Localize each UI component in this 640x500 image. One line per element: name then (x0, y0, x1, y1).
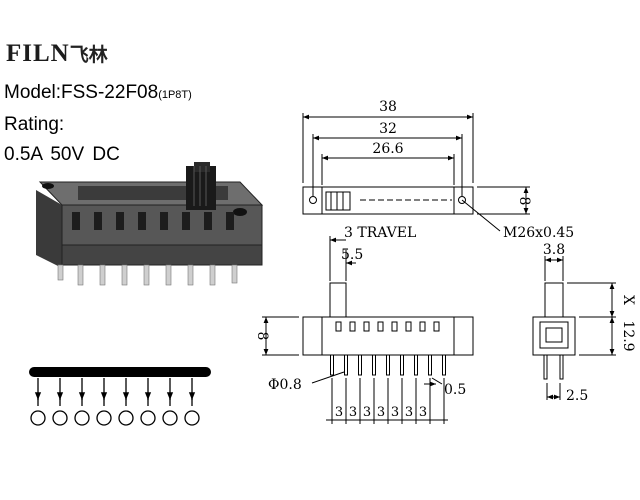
model-suffix: (1P8T) (158, 89, 192, 101)
schematic-diagram (29, 367, 211, 426)
dim-travel: 3 TRAVEL (344, 225, 416, 241)
top-view-actuator (325, 191, 351, 211)
dim-pin-pitch: 3 (405, 405, 413, 420)
front-window (433, 321, 440, 332)
dim-body-length: 26.6 (372, 141, 403, 157)
dim-front-height: 8 (254, 332, 270, 341)
model-line: Model:FSS-22F08(1P8T) (4, 82, 192, 104)
front-pin (372, 354, 376, 376)
front-pin (358, 354, 362, 376)
front-window (391, 321, 398, 332)
schematic-terminal (162, 410, 178, 426)
front-window (349, 321, 356, 332)
front-window (377, 321, 384, 332)
dim-pin-thickness: 0.5 (444, 382, 466, 398)
schematic-terminal (118, 410, 134, 426)
schematic-terminal (74, 410, 90, 426)
front-window (419, 321, 426, 332)
front-view-actuator (329, 282, 347, 318)
model-label: Model: (4, 82, 62, 103)
dim-side-width: 3.8 (543, 242, 565, 258)
front-pin (414, 354, 418, 376)
front-pin (428, 354, 432, 376)
front-window (363, 321, 370, 332)
top-view (302, 113, 530, 232)
rating-label: Rating: (4, 114, 65, 135)
side-view-outline (532, 316, 576, 356)
front-pin (400, 354, 404, 376)
side-view-actuator (544, 282, 564, 318)
front-pin (442, 354, 446, 376)
dim-pin-pitch: 3 (377, 405, 385, 420)
schematic-terminal (30, 410, 46, 426)
dim-screw: M26x0.45 (503, 225, 574, 241)
schematic-terminal (140, 410, 156, 426)
schematic-terminal (184, 410, 200, 426)
schematic-terminal (52, 410, 68, 426)
rating-value: 0.5A 50V DC (4, 144, 120, 165)
model-value: FSS-22F08 (61, 82, 159, 103)
front-view-outline (302, 316, 474, 356)
front-window (405, 321, 412, 332)
brand-chinese: 飞林 (69, 45, 108, 66)
dim-pin-diameter: Φ0.8 (268, 377, 302, 393)
dim-mount-pitch: 32 (379, 121, 397, 137)
dim-side-height: 12.9 (620, 320, 636, 351)
front-pin (344, 354, 348, 376)
dim-actuator-offset: 5.5 (341, 247, 363, 263)
front-window (335, 321, 342, 332)
dim-pin-pitch: 3 (349, 405, 357, 420)
brand-latin: FILN (6, 40, 70, 67)
dim-pin-pitch: 3 (391, 405, 399, 420)
dim-top-height: 8 (516, 197, 532, 206)
dim-pin-pitch: 3 (419, 405, 427, 420)
schematic-terminal (96, 410, 112, 426)
dim-overall-length: 38 (379, 99, 397, 115)
front-pin (386, 354, 390, 376)
dim-side-x: X (620, 295, 636, 305)
front-pin (330, 354, 334, 376)
dim-pin-pitch: 3 (335, 405, 343, 420)
side-view (532, 256, 616, 400)
brand-logo: FILN飞林 (6, 40, 108, 68)
dim-pin-pitch: 3 (363, 405, 371, 420)
switch-photo (36, 162, 264, 286)
dim-side-pin-span: 2.5 (566, 388, 588, 404)
